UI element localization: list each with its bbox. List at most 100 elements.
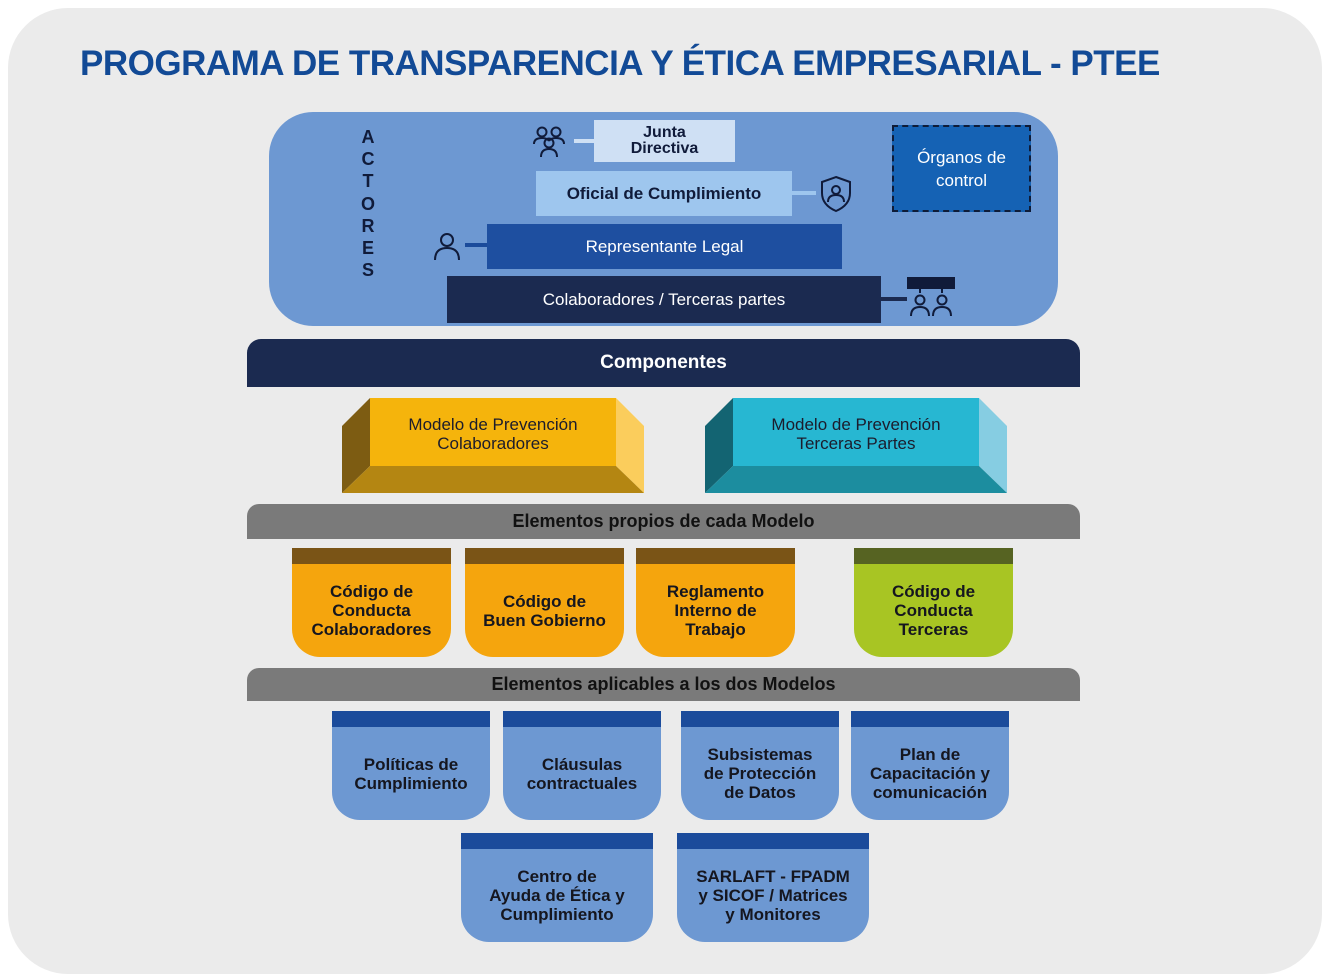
representante-legal-box: Representante Legal [487,224,842,269]
tile-line: Cumplimiento [354,773,468,793]
aplicables-label: Elementos aplicables a los dos Modelos [491,674,836,694]
user-icon [432,230,462,267]
colaboradores-box: Colaboradores / Terceras partes [447,276,881,323]
connector-line [465,243,487,247]
organos-label-line1: Órganos de [917,147,1006,167]
beveled-block-shape [705,398,1007,493]
tile-line: Colaboradores [311,620,432,639]
tile-line: Ayuda de Ética y [489,886,625,905]
modelo-terceras-line1: Modelo de Prevención [771,415,941,434]
connector-line [881,297,907,301]
modelo-colaboradores-line2: Colaboradores [437,434,549,453]
tile-line: SARLAFT - FPADM [696,867,850,886]
tile-line: Trabajo [685,620,746,639]
tile-line: de Protección [703,764,817,783]
tile-line: Centro de [517,867,597,886]
tile-line: Terceras [898,620,969,639]
actores-letter: T [362,171,374,192]
junta-label-line1: Junta [643,124,686,141]
junta-label-line2: Directiva [630,140,699,157]
subsistemas-proteccion-tile: Subsistemas de Protección de Datos [681,711,839,820]
tile-cap [461,833,653,849]
actores-vertical-label: A C T O R E S [353,126,383,281]
tile-text: Cláusulas contractuales [503,727,661,820]
tile-cap [854,548,1013,564]
beveled-block-shape [342,398,644,493]
tile-cap [851,711,1009,727]
connector-line [574,139,594,143]
tile-line: Conducta [332,601,411,620]
junta-directiva-box: Junta Directiva [594,120,735,162]
colaboradores-label: Colaboradores / Terceras partes [542,289,786,309]
organos-control-box: Órganos de control [892,125,1031,212]
modelo-colaboradores-label: Modelo de Prevención Colaboradores [342,415,644,453]
sarlaft-tile: SARLAFT - FPADM y SICOF / Matrices y Mon… [677,833,869,942]
tile-line: comunicación [872,783,988,802]
team-meeting-icon [905,276,957,323]
oficial-cumplimiento-box: Oficial de Cumplimiento [536,171,792,216]
tile-text: Código de Buen Gobierno [465,564,624,657]
reglamento-interno-tile: Reglamento Interno de Trabajo [636,548,795,657]
propios-header: Elementos propios de cada Modelo [247,504,1080,539]
tile-line: Reglamento [666,582,765,601]
tile-cap [636,548,795,564]
connector-line [792,191,816,195]
codigo-conducta-colaboradores-tile: Código de Conducta Colaboradores [292,548,451,657]
tile-line: Código de [891,582,976,601]
tile-line: Subsistemas [707,745,813,764]
tile-cap [332,711,490,727]
tile-line: contractuales [526,773,638,793]
codigo-buen-gobierno-tile: Código de Buen Gobierno [465,548,624,657]
tile-cap [677,833,869,849]
tile-text: Centro de Ayuda de Ética y Cumplimiento [461,849,653,942]
page-title: PROGRAMA DE TRANSPARENCIA Y ÉTICA EMPRES… [80,44,1160,83]
actores-letter: S [361,260,374,281]
tile-text: Plan de Capacitación y comunicación [851,727,1009,820]
tile-line: Interno de [674,601,757,620]
tile-cap [503,711,661,727]
tile-line: Cumplimiento [500,905,614,924]
actores-letter: A [361,127,375,147]
clausulas-contractuales-tile: Cláusulas contractuales [503,711,661,820]
aplicables-header: Elementos aplicables a los dos Modelos [247,668,1080,701]
modelo-colaboradores-block: Modelo de Prevención Colaboradores [342,398,644,493]
tile-line: y SICOF / Matrices [698,886,848,905]
tile-text: Políticas de Cumplimiento [332,727,490,820]
tile-line: Políticas de [363,754,459,774]
centro-ayuda-tile: Centro de Ayuda de Ética y Cumplimiento [461,833,653,942]
modelo-terceras-label: Modelo de Prevención Terceras Partes [705,415,1007,453]
modelo-terceras-line2: Terceras Partes [796,434,916,453]
tile-text: Subsistemas de Protección de Datos [681,727,839,820]
componentes-header: Componentes [247,339,1080,387]
shield-user-icon [818,175,854,218]
tile-line: Código de [502,591,587,611]
tile-line: Cláusulas [541,754,623,774]
tile-cap [292,548,451,564]
plan-capacitacion-tile: Plan de Capacitación y comunicación [851,711,1009,820]
modelo-terceras-block: Modelo de Prevención Terceras Partes [705,398,1007,493]
actores-letter: C [361,149,375,170]
modelo-colaboradores-line1: Modelo de Prevención [408,415,578,434]
tile-text: Código de Conducta Terceras [854,564,1013,657]
tile-line: Plan de [899,745,961,764]
propios-label: Elementos propios de cada Modelo [512,511,815,531]
tile-line: de Datos [724,783,796,802]
oficial-label: Oficial de Cumplimiento [566,183,762,203]
tile-line: Buen Gobierno [483,610,606,630]
organos-label-line2: control [935,170,988,190]
codigo-conducta-terceras-tile: Código de Conducta Terceras [854,548,1013,657]
group-icon [532,124,570,163]
componentes-label: Componentes [600,352,727,373]
tile-cap [681,711,839,727]
politicas-cumplimiento-tile: Políticas de Cumplimiento [332,711,490,820]
tile-line: Código de [329,582,414,601]
tile-line: Conducta [894,601,973,620]
tile-text: Código de Conducta Colaboradores [292,564,451,657]
actores-letter: E [361,238,374,259]
representante-label: Representante Legal [585,236,744,256]
tile-line: y Monitores [725,905,821,924]
tile-text: Reglamento Interno de Trabajo [636,564,795,657]
tile-text: SARLAFT - FPADM y SICOF / Matrices y Mon… [677,849,869,942]
tile-cap [465,548,624,564]
actores-letter: R [361,215,375,236]
